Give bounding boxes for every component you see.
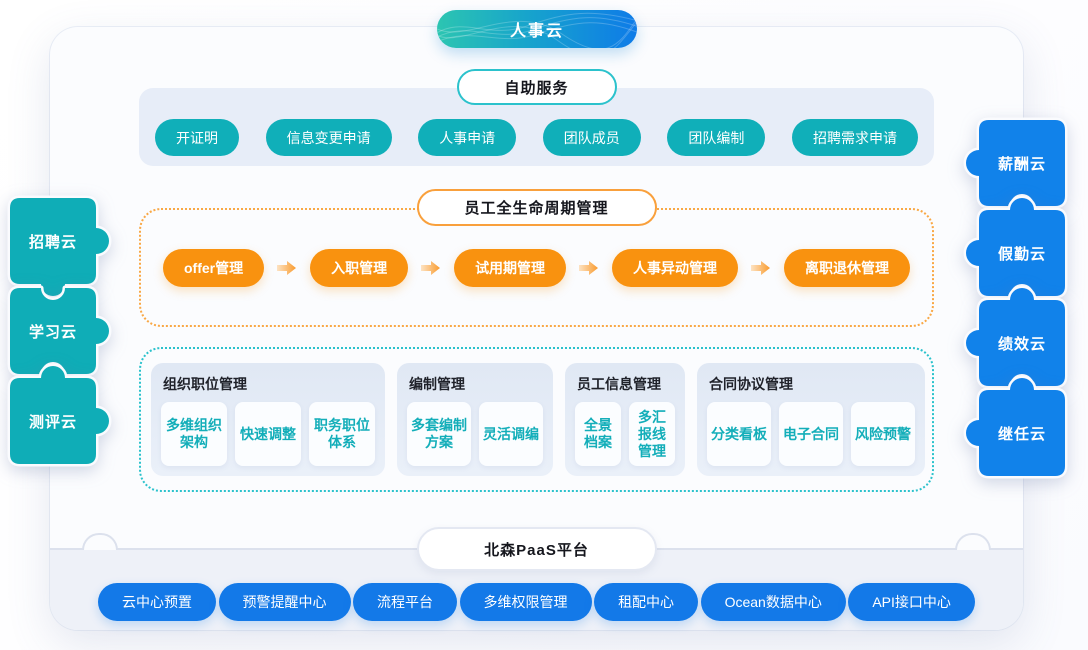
flow-arrow-icon (579, 260, 599, 276)
paas-service[interactable]: 租配中心 (594, 583, 699, 621)
hr-cloud-badge-label: 人事云 (509, 23, 564, 40)
cloud-label: 招聘云 (28, 233, 77, 251)
self-service-item[interactable]: 团队编制 (667, 119, 766, 156)
lifecycle-title: 员工全生命周期管理 (464, 200, 609, 217)
paas-band: 云中心预置 预警提醒中心 流程平台 多维权限管理 租配中心 Ocean数据中心 … (50, 533, 1023, 630)
self-service-title: 自助服务 (504, 79, 569, 97)
module-feature: 多套编制方案 (407, 402, 471, 466)
wave-pattern-icon (437, 12, 637, 48)
paas-service[interactable]: 流程平台 (353, 583, 458, 621)
cloud-succession[interactable]: 继任云 (963, 375, 1068, 479)
paas-services-row: 云中心预置 预警提醒中心 流程平台 多维权限管理 租配中心 Ocean数据中心 … (98, 583, 975, 621)
module-card-title: 组织职位管理 (163, 376, 247, 392)
lifecycle-flow-box: offer管理 入职管理 试用期管理 人事异动管理 离职退休管理 (139, 208, 934, 327)
cloud-learning[interactable]: 学习云 (7, 285, 112, 377)
lifecycle-step[interactable]: 入职管理 (310, 248, 409, 287)
module-feature: 电子合同 (779, 402, 843, 466)
lifecycle-step[interactable]: 离职退休管理 (784, 248, 910, 287)
core-modules-box: 组织职位管理 多维组织架构 快速调整 职务职位体系 编制管理 多套编制方案 灵活… (139, 347, 934, 492)
module-feature: 灵活调编 (479, 402, 543, 466)
module-feature: 全景档案 (575, 402, 621, 466)
self-service-section-label: 自助服务 (456, 69, 617, 105)
self-service-item[interactable]: 开证明 (155, 119, 239, 156)
module-card-employee-info: 员工信息管理 全景档案 多汇报线管理 (565, 363, 685, 476)
cloud-performance[interactable]: 绩效云 (963, 285, 1068, 389)
module-card-org-position: 组织职位管理 多维组织架构 快速调整 职务职位体系 (151, 363, 385, 476)
cloud-attendance[interactable]: 假勤云 (963, 195, 1068, 299)
hr-cloud-badge: 人事云 (437, 10, 637, 48)
paas-service[interactable]: 预警提醒中心 (218, 583, 351, 621)
cloud-recruiting[interactable]: 招聘云 (7, 195, 112, 299)
module-card-title: 合同协议管理 (709, 376, 793, 392)
puzzle-notch-right (955, 533, 991, 550)
paas-platform-label: 北森PaaS平台 (416, 527, 657, 571)
self-service-item[interactable]: 信息变更申请 (265, 119, 392, 156)
self-service-item[interactable]: 团队成员 (542, 119, 641, 156)
flow-arrow-icon (277, 260, 297, 276)
module-feature: 风险预警 (851, 402, 915, 466)
module-card-title: 员工信息管理 (577, 376, 661, 392)
cloud-assessment[interactable]: 测评云 (7, 363, 112, 467)
module-card-title: 编制管理 (409, 376, 465, 392)
lifecycle-step[interactable]: 试用期管理 (454, 248, 567, 287)
flow-arrow-icon (421, 260, 441, 276)
flow-arrow-icon (751, 260, 771, 276)
paas-service[interactable]: Ocean数据中心 (700, 583, 846, 621)
paas-service[interactable]: API接口中心 (848, 583, 975, 621)
paas-title: 北森PaaS平台 (484, 541, 589, 559)
module-feature: 职务职位体系 (309, 402, 375, 466)
module-card-headcount: 编制管理 多套编制方案 灵活调编 (397, 363, 553, 476)
module-feature: 多维组织架构 (161, 402, 227, 466)
module-feature: 多汇报线管理 (629, 402, 675, 466)
paas-service[interactable]: 云中心预置 (98, 583, 216, 621)
cloud-label: 薪酬云 (997, 155, 1046, 173)
main-panel: 自助服务 开证明 信息变更申请 人事申请 团队成员 团队编制 招聘需求申请 员工… (50, 27, 1023, 630)
module-feature: 快速调整 (235, 402, 301, 466)
cloud-compensation[interactable]: 薪酬云 (963, 117, 1068, 209)
lifecycle-step[interactable]: 人事异动管理 (612, 248, 739, 287)
self-service-item[interactable]: 人事申请 (418, 119, 517, 156)
module-feature: 分类看板 (707, 402, 771, 466)
cloud-label: 继任云 (997, 425, 1046, 443)
lifecycle-step[interactable]: offer管理 (163, 248, 265, 287)
paas-service[interactable]: 多维权限管理 (459, 583, 592, 621)
puzzle-notch-left (82, 533, 118, 550)
self-service-item[interactable]: 招聘需求申请 (791, 119, 918, 156)
module-card-contract: 合同协议管理 分类看板 电子合同 风险预警 (697, 363, 925, 476)
cloud-label: 测评云 (28, 413, 77, 431)
cloud-label: 学习云 (28, 323, 77, 341)
lifecycle-section-label: 员工全生命周期管理 (416, 189, 657, 226)
cloud-label: 绩效云 (997, 335, 1046, 353)
cloud-label: 假勤云 (997, 245, 1046, 263)
